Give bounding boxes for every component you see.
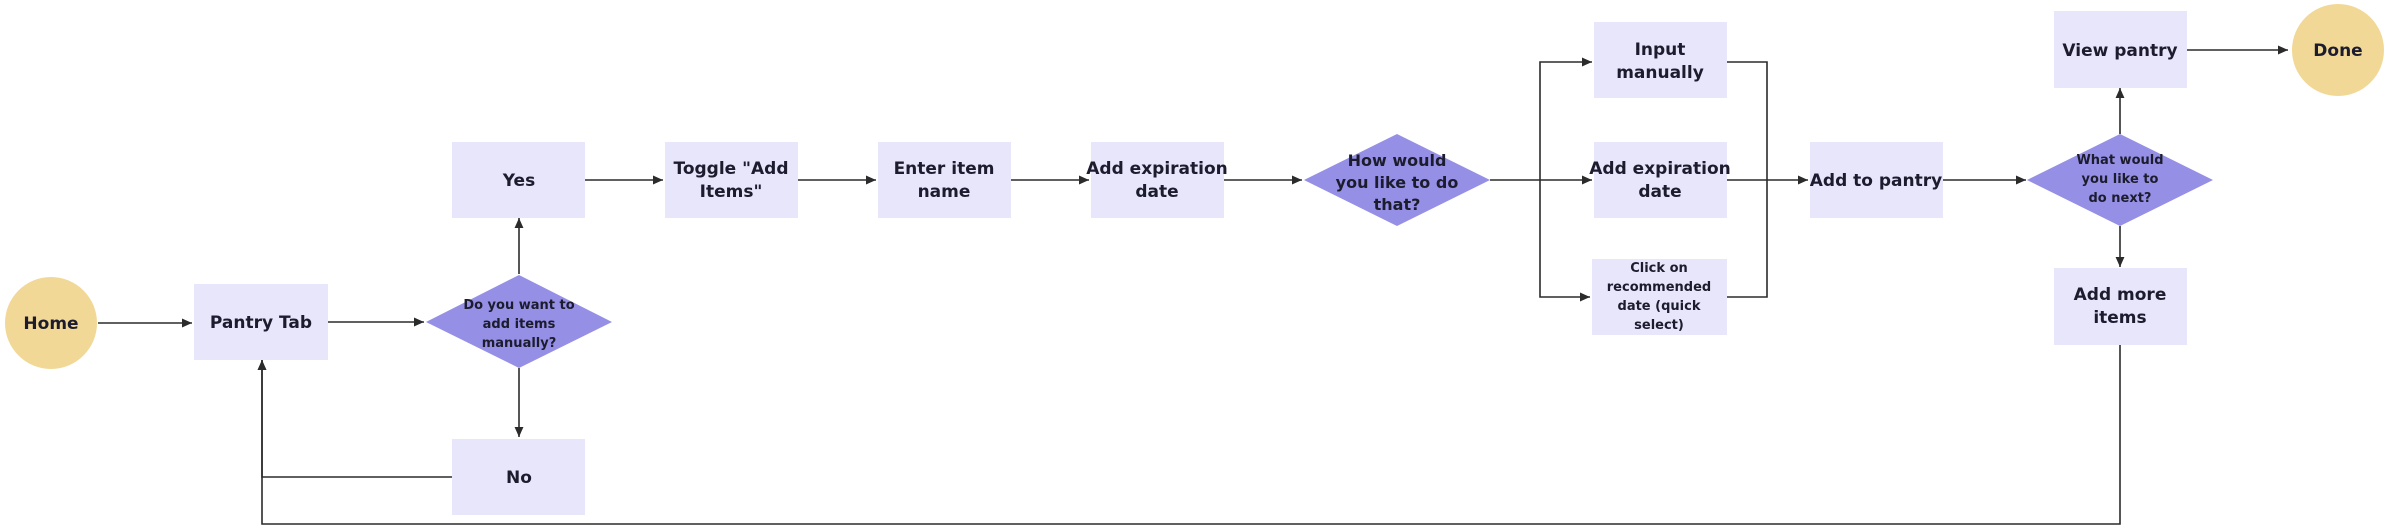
- node-done: Done: [2292, 4, 2384, 96]
- node-add-to-pantry: Add to pantry: [1810, 142, 1943, 218]
- edge-click-recommended-to-add-to-pantry: [1727, 180, 1768, 298]
- edge-how-question-to-click-recommended: [1539, 180, 1590, 302]
- label-line: you like to do: [1336, 173, 1459, 192]
- node-home: Home: [5, 277, 97, 369]
- label-line: manually?: [482, 336, 557, 351]
- nodes: Home Pantry Tab Do you want to add items m…: [5, 4, 2384, 515]
- label-line: How would: [1348, 151, 1447, 170]
- node-enter-item-name: Enter item name: [878, 142, 1011, 218]
- label-line: manually: [1616, 63, 1704, 83]
- node-view-pantry: View pantry: [2054, 11, 2187, 88]
- label-line: you like to: [2082, 172, 2159, 187]
- label-line: that?: [1374, 195, 1421, 214]
- label-line: Do you want to: [463, 298, 574, 313]
- label-line: Input: [1635, 40, 1686, 60]
- node-add-expiration-date-label: Add expiration date: [1086, 159, 1228, 202]
- node-add-expiration-date-2-label: Add expiration date: [1589, 159, 1731, 202]
- node-next-question: What would you like to do next?: [2027, 134, 2213, 226]
- node-home-label: Home: [23, 314, 78, 334]
- node-no: No: [452, 439, 585, 515]
- edge-how-question-to-input-manually: [1539, 57, 1592, 180]
- edge-add-more-items-to-pantry-tab: [257, 345, 2121, 525]
- label-line: add items: [483, 317, 556, 332]
- node-no-label: No: [506, 468, 532, 488]
- process-shape: [1810, 142, 1943, 218]
- node-pantry-tab-label: Pantry Tab: [210, 313, 312, 333]
- process-shape: [665, 142, 798, 218]
- label-line: do next?: [2089, 191, 2152, 206]
- node-manual-question: Do you want to add items manually?: [426, 275, 612, 368]
- node-pantry-tab: Pantry Tab: [194, 284, 328, 360]
- process-shape: [194, 284, 328, 360]
- process-shape: [1091, 142, 1224, 218]
- decision-shape: [2027, 134, 2213, 226]
- label-line: date (quick: [1618, 299, 1701, 314]
- label-line: Add expiration: [1589, 159, 1731, 179]
- label-line: Add expiration: [1086, 159, 1228, 179]
- node-add-expiration-date-2: Add expiration date: [1589, 142, 1731, 218]
- terminal-shape: [5, 277, 97, 369]
- process-shape: [878, 142, 1011, 218]
- node-yes: Yes: [452, 142, 585, 218]
- node-manual-question-label: Do you want to add items manually?: [463, 298, 574, 351]
- process-shape: [2054, 11, 2187, 88]
- node-click-recommended-label: Click on recommended date (quick select): [1607, 261, 1711, 333]
- process-shape: [452, 439, 585, 515]
- decision-shape: [426, 275, 612, 368]
- process-shape: [1592, 259, 1727, 335]
- process-shape: [2054, 268, 2187, 345]
- node-view-pantry-label: View pantry: [2062, 41, 2177, 61]
- edge-input-manually-to-add-to-pantry: [1727, 61, 1768, 180]
- node-yes-label: Yes: [502, 171, 535, 191]
- terminal-shape: [2292, 4, 2384, 96]
- label-line: Click on: [1630, 261, 1688, 276]
- label-line: What would: [2076, 153, 2163, 168]
- label-line: select): [1634, 318, 1684, 333]
- label-line: Enter item: [894, 159, 995, 179]
- node-add-to-pantry-label: Add to pantry: [1810, 171, 1942, 191]
- node-add-expiration-date: Add expiration date: [1086, 142, 1228, 218]
- node-input-manually: Input manually: [1594, 22, 1727, 98]
- label-line: name: [918, 182, 971, 202]
- node-enter-item-name-label: Enter item name: [894, 159, 995, 202]
- node-done-label: Done: [2313, 41, 2362, 61]
- edges: [98, 45, 2288, 525]
- process-shape: [1594, 22, 1727, 98]
- label-line: Toggle "Add: [674, 159, 789, 179]
- label-line: Items": [700, 182, 763, 202]
- node-next-question-label: What would you like to do next?: [2076, 153, 2163, 206]
- label-line: date: [1638, 182, 1681, 202]
- label-line: items: [2093, 308, 2146, 328]
- node-click-recommended: Click on recommended date (quick select): [1592, 259, 1727, 335]
- label-line: recommended: [1607, 280, 1711, 295]
- process-shape: [452, 142, 585, 218]
- node-add-more-items: Add more items: [2054, 268, 2187, 345]
- node-input-manually-label: Input manually: [1616, 40, 1704, 83]
- node-how-question-label: How would you like to do that?: [1336, 151, 1459, 214]
- label-line: date: [1135, 182, 1178, 202]
- edge-no-to-pantry-tab: [257, 360, 452, 478]
- decision-shape: [1304, 134, 1490, 226]
- node-how-question: How would you like to do that?: [1304, 134, 1490, 226]
- process-shape: [1594, 142, 1727, 218]
- label-line: Add more: [2074, 285, 2167, 305]
- node-add-more-items-label: Add more items: [2074, 285, 2167, 328]
